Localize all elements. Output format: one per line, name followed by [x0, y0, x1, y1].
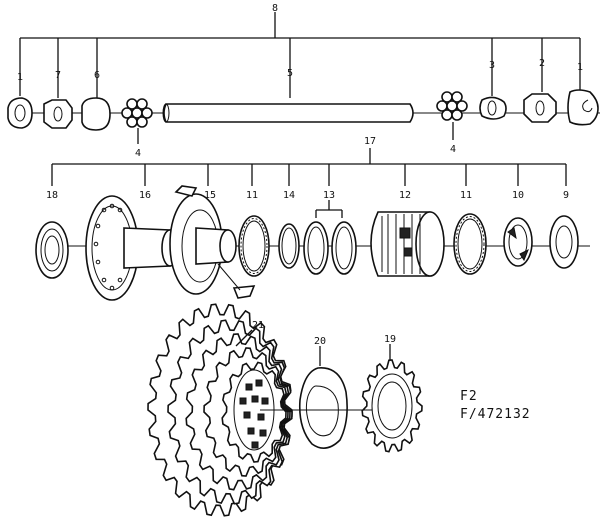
sprocket-cluster — [147, 303, 423, 517]
label-15: 15 — [204, 190, 216, 201]
dust-cap — [35, 221, 69, 279]
ratchet-body — [370, 211, 445, 277]
label-3: 3 — [489, 60, 495, 71]
label-4-left: 4 — [135, 148, 141, 159]
spacer-ring — [278, 223, 300, 269]
spacer-20 — [298, 346, 348, 449]
label-1-right: 1 — [577, 62, 583, 73]
label-11-left: 11 — [246, 190, 258, 201]
hub-assembly — [35, 148, 590, 301]
label-5: 5 — [287, 68, 293, 79]
hub-shell — [85, 195, 179, 301]
label-7: 7 — [55, 70, 61, 81]
axle — [162, 103, 414, 123]
sprocket-19 — [361, 344, 423, 453]
locknut-left — [7, 97, 33, 129]
label-18: 18 — [46, 190, 58, 201]
right-washer — [549, 215, 579, 269]
freewheel-flange — [169, 185, 256, 299]
label-20: 20 — [314, 336, 326, 347]
bearing-balls-left — [121, 98, 153, 128]
label-4-right: 4 — [450, 144, 456, 155]
caption-line-1: F2 — [460, 389, 478, 404]
label-16: 16 — [139, 190, 151, 201]
bearing-balls-right — [436, 91, 468, 121]
bearing-ring-left — [238, 215, 270, 277]
label-12: 12 — [399, 190, 411, 201]
cone-right — [479, 96, 507, 120]
spacer-ring-pair — [303, 200, 357, 275]
washer-left — [43, 99, 73, 129]
washer-right — [523, 93, 557, 123]
label-13: 13 — [323, 190, 335, 201]
label-19: 19 — [384, 334, 396, 345]
pawl-cone — [503, 217, 533, 267]
label-2: 2 — [539, 58, 545, 69]
axle-assembly — [7, 12, 600, 131]
label-17: 17 — [364, 136, 376, 147]
label-14: 14 — [283, 190, 295, 201]
label-8: 8 — [272, 3, 278, 14]
cone-left — [81, 97, 111, 131]
label-10: 10 — [512, 190, 524, 201]
label-21: 21 — [252, 320, 264, 331]
label-6: 6 — [94, 70, 100, 81]
caption-line-2: F/472132 — [460, 407, 531, 422]
bearing-ring-right — [453, 213, 487, 275]
label-9: 9 — [563, 190, 569, 201]
label-11-right: 11 — [460, 190, 472, 201]
label-1-left: 1 — [17, 72, 23, 83]
locknut-right — [567, 89, 599, 126]
